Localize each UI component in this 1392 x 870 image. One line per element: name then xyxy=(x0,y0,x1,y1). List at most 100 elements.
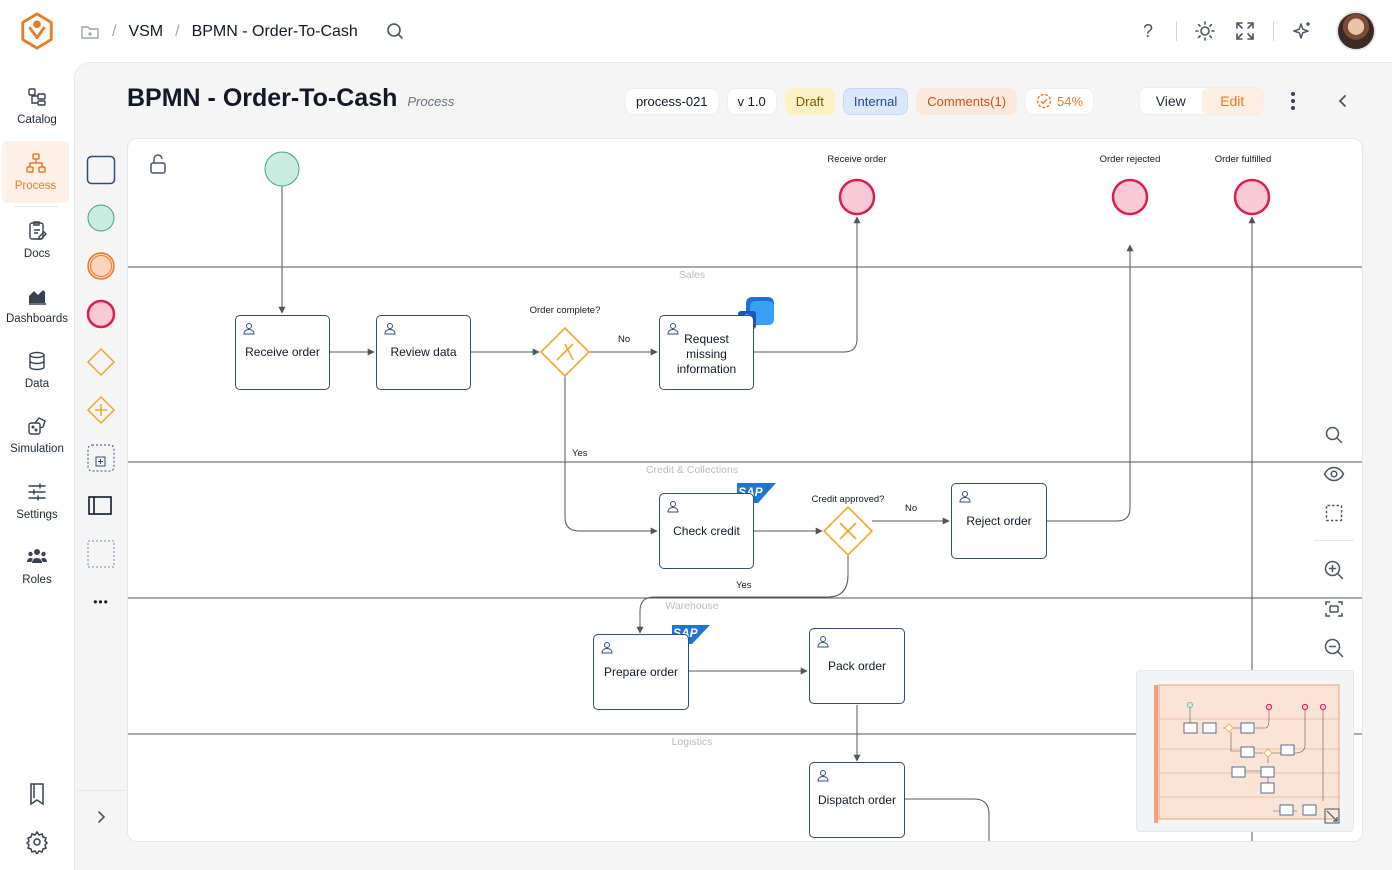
end-event-label-rejected: Order rejected xyxy=(1099,154,1161,165)
search-icon[interactable] xyxy=(1314,420,1354,450)
check-circle-icon xyxy=(1036,93,1052,109)
parallel-gateway-tool[interactable] xyxy=(86,395,116,425)
catalog-icon xyxy=(28,88,46,106)
help-icon[interactable]: ? xyxy=(1128,11,1168,51)
search-icon[interactable] xyxy=(370,21,410,43)
zoom-in-icon[interactable] xyxy=(1314,555,1354,585)
task-request-missing-information[interactable]: Request missing information xyxy=(659,315,754,390)
nav-item-data[interactable]: Data xyxy=(0,339,74,401)
comments-button[interactable]: Comments(1) xyxy=(916,87,1018,115)
more-options-icon[interactable] xyxy=(1282,89,1304,113)
divider xyxy=(14,206,58,207)
lock-icon[interactable] xyxy=(148,153,168,175)
nav-item-simulation[interactable]: Simulation xyxy=(0,404,74,466)
task-reject-order[interactable]: Reject order xyxy=(951,483,1047,559)
divider xyxy=(76,790,126,791)
docs-icon xyxy=(29,221,47,240)
user-task-icon xyxy=(243,323,255,335)
flow-label-no: No xyxy=(905,503,918,514)
page-title: BPMN - Order-To-Cash xyxy=(127,84,398,112)
progress-badge[interactable]: 54% xyxy=(1025,87,1095,115)
breadcrumb: / VSM / BPMN - Order-To-Cash xyxy=(80,20,410,44)
chevron-right-icon[interactable] xyxy=(90,806,112,828)
flow-label-yes: Yes xyxy=(736,580,752,591)
task-review-data[interactable]: Review data xyxy=(376,315,471,390)
left-nav: Catalog Process Docs Dashboards Data Sim… xyxy=(0,62,74,870)
process-id-badge: process-021 xyxy=(625,87,719,115)
lane-label-credit: Credit & Collections xyxy=(645,464,739,476)
sequence-flows xyxy=(278,185,1256,841)
gear-icon[interactable] xyxy=(25,830,49,854)
more-tools-icon[interactable]: ••• xyxy=(86,587,116,617)
user-task-icon xyxy=(959,491,971,503)
help-label: ? xyxy=(1142,20,1153,41)
version-badge[interactable]: v 1.0 xyxy=(726,87,777,115)
data-icon xyxy=(29,351,45,371)
nav-item-settings[interactable]: Settings xyxy=(0,470,74,532)
end-event-label-fulfilled: Order fulfilled xyxy=(1214,154,1272,165)
chevron-left-icon[interactable] xyxy=(1332,89,1354,113)
flow-label-no: No xyxy=(618,334,631,345)
nav-item-catalog[interactable]: Catalog xyxy=(0,75,74,137)
task-prepare-order[interactable]: Prepare order xyxy=(593,634,689,710)
mode-toggle: View Edit xyxy=(1139,87,1264,115)
task-shape-tool[interactable] xyxy=(86,155,116,185)
settings-sliders-icon xyxy=(28,483,46,501)
user-task-icon xyxy=(667,323,679,335)
breadcrumb-item-vsm[interactable]: VSM xyxy=(128,23,164,40)
task-check-credit[interactable]: Check credit xyxy=(659,493,754,569)
subprocess-tool[interactable] xyxy=(86,443,116,473)
lane-label-sales: Sales xyxy=(678,269,706,281)
select-area-icon[interactable] xyxy=(1314,498,1354,528)
task-pack-order[interactable]: Pack order xyxy=(809,628,905,704)
sparkle-icon[interactable] xyxy=(1282,11,1322,51)
task-label: Pack order xyxy=(827,658,887,673)
user-task-icon xyxy=(817,636,829,648)
task-label: Reject order xyxy=(966,513,1032,528)
zoom-out-icon[interactable] xyxy=(1314,633,1354,663)
edit-mode-button[interactable]: Edit xyxy=(1201,88,1263,114)
eye-icon[interactable] xyxy=(1314,459,1354,489)
task-receive-order[interactable]: Receive order xyxy=(235,315,330,390)
nav-item-dashboards[interactable]: Dashboards xyxy=(0,274,74,336)
nav-item-roles[interactable]: Roles xyxy=(0,535,74,597)
nav-item-process[interactable]: Process xyxy=(2,141,69,203)
fit-view-icon[interactable] xyxy=(1314,594,1354,624)
bookmark-icon[interactable] xyxy=(26,782,48,806)
view-mode-button[interactable]: View xyxy=(1155,93,1186,109)
start-event xyxy=(264,151,300,187)
logo-icon[interactable] xyxy=(18,11,56,51)
page-header: BPMN - Order-To-Cash Process xyxy=(127,84,454,120)
task-label: Prepare order xyxy=(603,664,679,679)
nav-item-docs[interactable]: Docs xyxy=(0,209,74,271)
user-task-icon xyxy=(601,642,613,654)
dashboards-icon xyxy=(29,290,46,305)
shape-palette: ••• xyxy=(76,138,126,842)
theme-icon[interactable] xyxy=(1185,11,1225,51)
lane-label-logistics: Logistics xyxy=(671,736,713,748)
group-tool[interactable] xyxy=(86,539,116,569)
start-event-tool[interactable] xyxy=(86,203,116,233)
nav-item-label: Process xyxy=(14,180,57,192)
breadcrumb-item-current[interactable]: BPMN - Order-To-Cash xyxy=(191,23,358,40)
end-event-label-receive: Receive order xyxy=(827,154,887,165)
process-icon xyxy=(25,153,46,173)
minimap[interactable] xyxy=(1136,670,1354,832)
visibility-badge[interactable]: Internal xyxy=(842,87,909,115)
divider xyxy=(1176,21,1177,41)
top-toolbar: ? xyxy=(1128,10,1392,52)
pool-tool[interactable] xyxy=(86,491,116,521)
user-task-icon xyxy=(384,323,396,335)
task-dispatch-order[interactable]: Dispatch order xyxy=(809,762,905,838)
status-badge[interactable]: Draft xyxy=(784,87,835,115)
exclusive-gateway-tool[interactable] xyxy=(86,347,116,377)
user-task-icon xyxy=(817,770,829,782)
page-subtitle: Process xyxy=(407,94,455,109)
end-event-tool[interactable] xyxy=(86,299,116,329)
folder-icon[interactable] xyxy=(80,22,100,42)
divider xyxy=(1314,540,1354,541)
avatar[interactable] xyxy=(1336,11,1376,51)
intermediate-event-tool[interactable] xyxy=(86,251,116,281)
fullscreen-icon[interactable] xyxy=(1225,11,1265,51)
task-label: Dispatch order xyxy=(817,792,897,807)
